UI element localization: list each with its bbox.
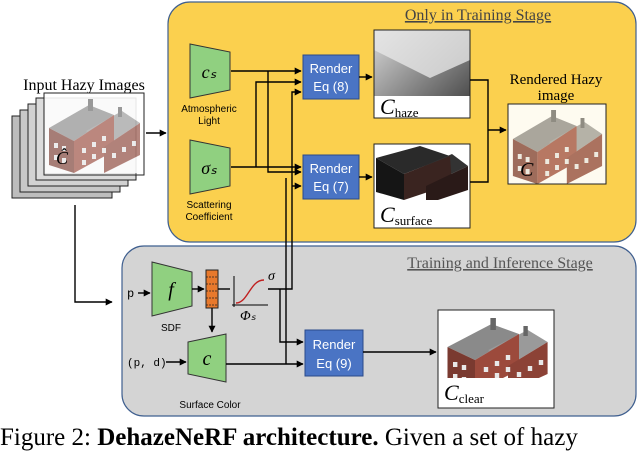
inference-stage-title: Training and Inference Stage	[407, 255, 593, 272]
sdf-node	[151, 261, 193, 317]
render-eq9-block	[304, 329, 364, 377]
render-eq9-line2: Eq (9)	[316, 356, 351, 371]
rendered-hazy-symbol: C	[520, 159, 534, 181]
render-eq7-line2: Eq (7)	[313, 179, 348, 194]
surface-output-image	[373, 143, 471, 229]
clear-output-image	[437, 309, 555, 409]
input-symbol: Ĉ	[56, 147, 69, 168]
rendered-hazy-title-2: image	[538, 88, 575, 104]
rendered-hazy-image	[507, 103, 607, 185]
sdf-label: SDF	[161, 323, 181, 334]
render-eq7-line1: Render	[310, 161, 353, 176]
pd-input-label: (p, d)	[127, 358, 167, 370]
haze-output-image	[373, 29, 471, 119]
scattering-coefficient-label-2: Coefficient	[185, 212, 232, 223]
atmospheric-light-symbol: cₛ	[202, 62, 217, 82]
figure-caption: Figure 2: DehazeNeRF architecture. Given…	[0, 424, 578, 451]
surface-output-symbol: Csurface	[380, 202, 432, 228]
scattering-coefficient-symbol: σₛ	[201, 158, 217, 178]
sigma-output-label: σ	[268, 269, 276, 284]
atmospheric-light-label-1: Atmospheric	[181, 104, 237, 115]
clear-output-symbol: Cclear	[444, 380, 485, 406]
atmospheric-light-node	[189, 43, 231, 99]
input-image-stack	[11, 92, 145, 199]
surface-color-label: Surface Color	[179, 400, 241, 411]
training-stage-title: Only in Training Stage	[405, 7, 551, 24]
connection-arrows	[74, 67, 507, 368]
render-eq8-line2: Eq (8)	[313, 79, 348, 94]
phi-label: Φₛ	[240, 309, 257, 324]
surface-color-symbol: c	[203, 348, 212, 370]
surface-color-node	[187, 333, 227, 383]
atmospheric-light-label-2: Light	[198, 116, 220, 127]
p-input-label: p	[127, 287, 134, 301]
render-eq9-line1: Render	[313, 337, 356, 352]
sdf-symbol: f	[168, 279, 176, 301]
feature-vector-column	[205, 269, 219, 309]
input-hazy-images-title: Input Hazy Images	[23, 77, 145, 94]
render-eq8-line1: Render	[310, 61, 353, 76]
rendered-hazy-title-1: Rendered Hazy	[510, 72, 603, 88]
scattering-coefficient-node	[189, 139, 231, 195]
phi-sigmoid-plot	[232, 276, 268, 307]
scattering-coefficient-label-1: Scattering	[186, 200, 231, 211]
haze-output-symbol: Chaze	[380, 94, 419, 120]
